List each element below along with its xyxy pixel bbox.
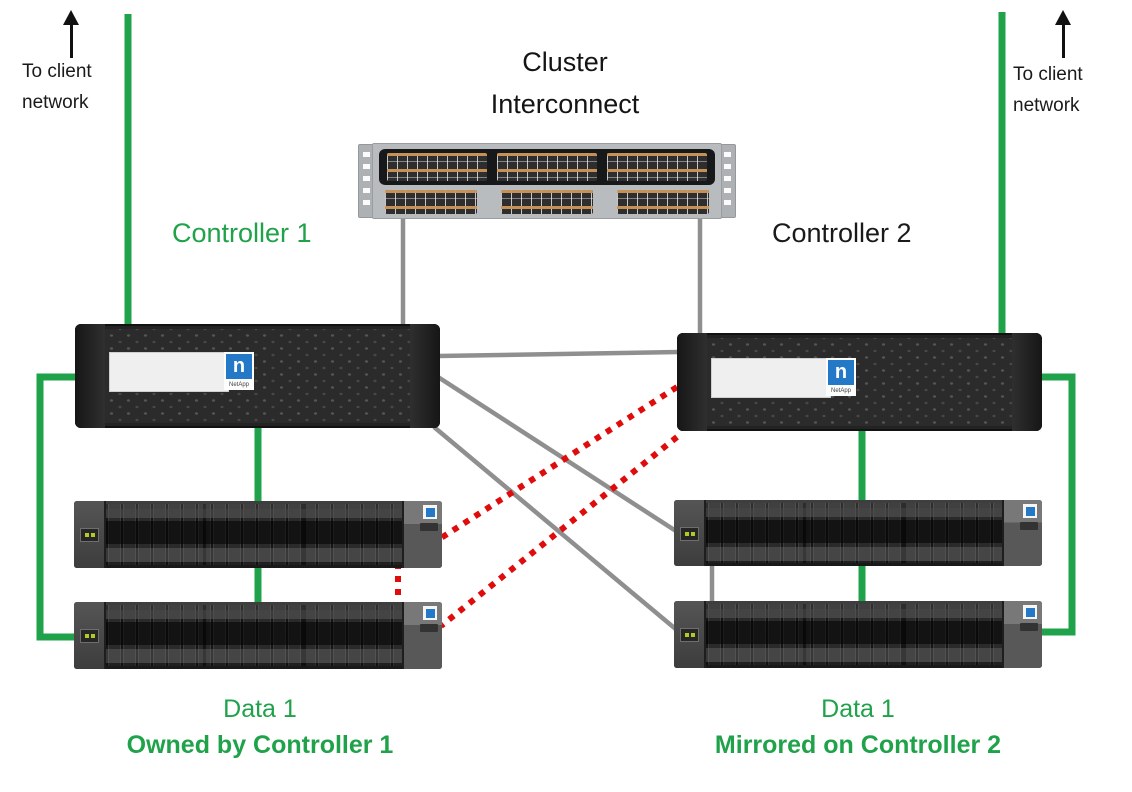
netapp-logo: n NetApp (224, 352, 254, 390)
data1-caption-left: Data 1 Owned by Controller 1 (70, 692, 450, 763)
client-cable-controller1-to-left-shelf2 (36, 373, 79, 641)
controller-1-label: Controller 1 (172, 218, 312, 248)
disk-shelf-left-1 (74, 501, 442, 568)
led-dot (684, 633, 689, 637)
port-bank (387, 153, 487, 181)
chassis-handle-right (410, 324, 440, 428)
netapp-logo-icon (1023, 504, 1037, 518)
arrow-head (1055, 10, 1071, 25)
ha-cable-controller1-controller2 (437, 349, 680, 359)
led-dot (690, 532, 695, 536)
shelf-cap-right (402, 602, 442, 669)
led-dot (690, 633, 695, 637)
port-bank (501, 190, 593, 214)
drive-bay (106, 605, 402, 666)
arrow-shaft (70, 23, 73, 58)
switch-port-frame (379, 149, 715, 185)
disk-shelf-right-2 (674, 601, 1042, 668)
port-bank (617, 190, 709, 214)
shelf-cap-left (674, 601, 706, 668)
port-bank (385, 190, 477, 214)
data1-right-line1: Data 1 (821, 695, 895, 723)
logo-square (1025, 607, 1035, 617)
cable-controller1-to-right-shelf2 (432, 425, 680, 633)
data1-right-line2: Mirrored on Controller 2 (714, 730, 1002, 759)
port-bank (497, 153, 597, 181)
status-led (80, 528, 99, 542)
shelf-cap-right (402, 501, 442, 568)
netapp-wordmark: NetApp (228, 382, 249, 388)
led-dot (90, 533, 95, 537)
shelf-cap-left (74, 501, 106, 568)
controller-name-tag: n NetApp (109, 352, 254, 392)
netapp-logo-icon (423, 606, 437, 620)
disk-shelf-right-1 (674, 500, 1042, 566)
switch-body (372, 143, 722, 219)
data1-left-line2: Owned by Controller 1 (126, 730, 394, 759)
mirror-cable-controller2-to-left-shelf2 (439, 434, 679, 629)
shelf-button (420, 523, 438, 531)
shelf-button (420, 624, 438, 632)
shelf-cap-left (674, 500, 706, 566)
netapp-logo-icon: n (828, 360, 854, 385)
chassis-handle-left (677, 333, 707, 431)
controller-1-chassis: n NetApp (75, 324, 440, 428)
status-led (80, 629, 99, 643)
logo-square (425, 608, 435, 618)
led-dot (84, 634, 89, 638)
logo-square (425, 507, 435, 517)
cluster-interconnect-switch (358, 143, 736, 219)
arrow-head (63, 10, 79, 25)
shelf-button (1020, 522, 1038, 530)
up-arrow-icon (1054, 10, 1072, 60)
client-cable-controller2-to-right-shelf2 (1037, 373, 1076, 636)
netapp-logo-icon (423, 505, 437, 519)
controller-name-tag: n NetApp (711, 358, 856, 398)
led-dot (84, 533, 89, 537)
shelf-cap-right (1002, 601, 1042, 668)
shelf-cap-right (1002, 500, 1042, 566)
to-client-network-label-left: To client network (22, 61, 92, 113)
netapp-logo-icon: n (226, 354, 252, 379)
netapp-logo: n NetApp (826, 358, 856, 396)
status-led (680, 628, 699, 642)
data1-caption-right: Data 1 Mirrored on Controller 2 (668, 692, 1048, 763)
chassis-handle-right (1012, 333, 1042, 431)
netapp-logo-icon (1023, 605, 1037, 619)
led-dot (90, 634, 95, 638)
controller-2-label: Controller 2 (772, 218, 912, 248)
to-client-network-label-right: To client network (1013, 64, 1083, 116)
led-dot (684, 532, 689, 536)
status-led (680, 527, 699, 541)
controller-2-chassis: n NetApp (677, 333, 1042, 431)
arrow-shaft (1062, 23, 1065, 58)
netapp-wordmark: NetApp (830, 388, 851, 394)
drive-bay (106, 504, 402, 565)
cable-controller1-to-right-shelf1 (436, 375, 681, 535)
data1-left-line1: Data 1 (223, 695, 297, 723)
port-bank (607, 153, 707, 181)
switch-port-row2 (379, 190, 715, 214)
drive-bay (706, 503, 1002, 563)
shelf-button (1020, 623, 1038, 631)
shelf-cap-left (74, 602, 106, 669)
drive-bay (706, 604, 1002, 665)
logo-square (1025, 506, 1035, 516)
disk-shelf-left-2 (74, 602, 442, 669)
cluster-interconnect-title: Cluster Interconnect (490, 47, 640, 119)
up-arrow-icon (62, 10, 80, 60)
chassis-handle-left (75, 324, 105, 428)
